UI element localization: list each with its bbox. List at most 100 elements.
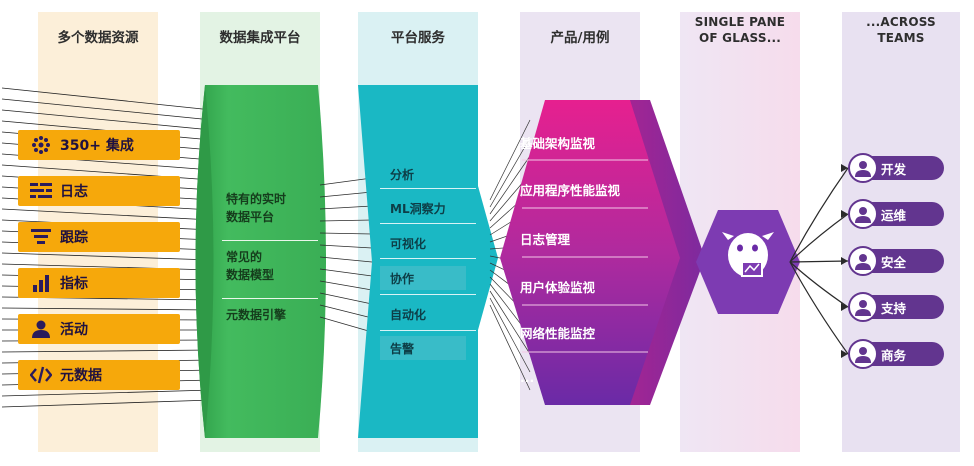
source-traces: 跟踪 <box>18 222 180 252</box>
person-icon <box>848 153 878 183</box>
platform-item-line: 数据平台 <box>226 210 275 224</box>
source-connector-line <box>1 98 213 121</box>
service-separator <box>380 188 476 189</box>
column-bg-teams <box>842 12 960 452</box>
services-block <box>358 85 498 438</box>
arrowhead <box>841 303 848 311</box>
service-product-line <box>489 119 531 201</box>
platform-service-line <box>319 280 373 291</box>
platform-service-line <box>319 304 373 319</box>
service-automation: 自动化 <box>390 307 427 322</box>
platform-service-line <box>319 191 373 198</box>
platform-separator <box>222 240 318 241</box>
team-ops: 运维 <box>848 199 944 229</box>
source-connector-line <box>1 389 213 397</box>
source-label: 350+ 集成 <box>60 138 134 154</box>
column-title-products: 产品/用例 <box>550 30 610 46</box>
platform-to-services-lines <box>319 177 373 333</box>
column-title-services: 平台服务 <box>391 30 445 46</box>
source-label: 指标 <box>60 276 88 292</box>
source-connector-line <box>1 307 213 311</box>
service-separator <box>380 223 476 224</box>
platform-item-line: 元数据引擎 <box>226 308 287 322</box>
service-analytics: 分析 <box>390 167 415 182</box>
service-product-line <box>489 137 531 208</box>
hub-to-teams-arrows <box>789 164 849 358</box>
service-collaboration: 协作 <box>380 266 466 290</box>
platform-service-line <box>319 232 373 235</box>
person-icon <box>848 246 878 276</box>
hub-team-arrow <box>789 167 849 263</box>
platform-item-line: 常见的 <box>226 250 263 264</box>
arrowhead <box>841 350 848 358</box>
platform-cylinder-edge <box>195 85 214 438</box>
product-infrastructure: 基础架构监视 <box>520 136 596 151</box>
service-product-line <box>489 290 531 355</box>
person-icon <box>848 292 878 322</box>
column-title-teams: ...ACROSS TEAMS <box>842 14 960 46</box>
platform-item-line: 数据模型 <box>226 268 275 282</box>
platform-service-line <box>319 219 373 222</box>
column-title-teams-line2: TEAMS <box>877 31 925 45</box>
column-title-teams-line1: ...ACROSS <box>866 15 936 29</box>
products-hexagon <box>500 100 680 405</box>
service-product-line <box>489 297 531 373</box>
user-icon <box>28 318 54 340</box>
team-label: 支持 <box>881 300 907 316</box>
team-business: 商务 <box>848 339 944 369</box>
source-integrations: 350+ 集成 <box>18 130 180 160</box>
team-support: 支持 <box>848 292 944 322</box>
source-connector-line <box>1 208 213 221</box>
traces-icon <box>28 226 54 248</box>
platform-cylinder <box>195 85 326 438</box>
platform-service-line <box>319 177 373 186</box>
arrowhead <box>841 210 848 218</box>
platform-service-line <box>319 205 373 210</box>
product-log-management: 日志管理 <box>520 232 571 247</box>
team-dev: 开发 <box>848 153 944 183</box>
logs-icon <box>28 180 54 202</box>
datadog-logo-icon <box>722 232 774 277</box>
service-ml-insights: ML洞察力 <box>390 201 446 216</box>
product-rum: 用户体验监视 <box>520 280 596 295</box>
source-connector-line <box>1 399 213 408</box>
source-metadata: 元数据 <box>18 360 180 390</box>
source-connector-line <box>1 349 213 353</box>
column-title-single-pane: SINGLE PANE OF GLASS... <box>680 14 800 46</box>
source-metrics: 指标 <box>18 268 180 298</box>
platform-service-line <box>319 256 373 263</box>
source-activity: 活动 <box>18 314 180 344</box>
source-logs: 日志 <box>18 176 180 206</box>
service-visualization: 可视化 <box>390 236 427 251</box>
team-security: 安全 <box>848 246 944 276</box>
source-connector-line <box>1 87 213 111</box>
source-connector-line <box>1 252 213 261</box>
platform-service-line <box>319 244 373 249</box>
code-icon <box>28 364 54 386</box>
product-apm: 应用程序性能监视 <box>520 183 621 198</box>
source-label: 日志 <box>60 184 88 200</box>
team-label: 开发 <box>881 161 907 177</box>
hub-team-arrow <box>789 261 849 308</box>
column-title-single-pane-line2: OF GLASS... <box>699 31 781 45</box>
team-label: 商务 <box>881 347 907 363</box>
platform-item-line: 特有的实时 <box>226 192 287 206</box>
platform-item-metadata-engine: 元数据引擎 <box>226 306 286 324</box>
source-label: 元数据 <box>60 368 102 384</box>
team-label: 安全 <box>881 254 907 270</box>
service-product-line <box>489 155 531 215</box>
service-separator <box>380 294 476 295</box>
column-title-single-pane-line1: SINGLE PANE <box>694 15 786 29</box>
product-more: ... <box>520 370 535 385</box>
arrowhead <box>841 164 848 172</box>
team-label: 运维 <box>881 207 907 223</box>
service-product-line <box>489 304 531 391</box>
platform-separator <box>222 298 318 299</box>
integrations-icon <box>28 134 54 156</box>
platform-service-line <box>319 316 373 333</box>
platform-service-line <box>319 292 373 305</box>
product-network: 网络性能监控 <box>520 326 596 341</box>
column-title-platform: 数据集成平台 <box>219 30 301 46</box>
source-label: 活动 <box>60 322 88 338</box>
product-separators <box>522 159 648 353</box>
